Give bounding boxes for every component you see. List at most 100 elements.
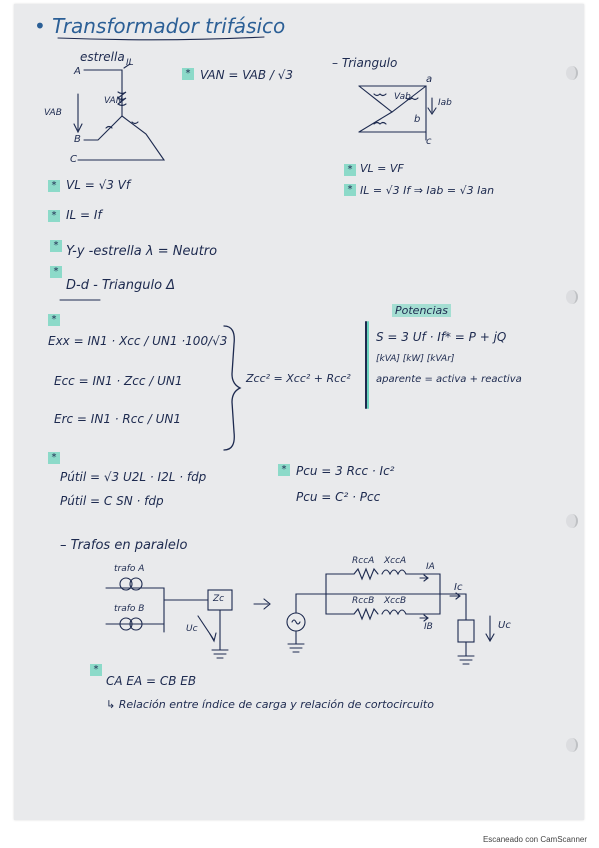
paralelo-rcc-b: RccB [352,596,375,606]
binder-hole [566,290,578,304]
connection-dd: D-d - Triangulo Δ [66,278,176,293]
estrella-van-label: VAN [104,96,123,106]
delta-side-bc [358,111,393,133]
highlight-mark: * [278,464,290,476]
impedance-zcc: Zcc² = Xcc² + Rcc² [246,372,351,385]
paralelo-uc-left: Uc [186,624,198,634]
wye-line-a [83,69,123,89]
notebook-page: • Transformador trifásico [14,4,584,820]
bullet-dot: • [34,14,53,38]
delta-winding-3 [373,121,387,125]
power-putil-1: Pútil = √3 U2L · I2L · fdp [60,470,207,484]
zc-load-box [457,619,475,643]
impedance-exx: Exx = IN1 · Xcc / UN1 ·100/√3 [48,334,228,348]
implies-arrow [253,598,271,610]
ib-arrow [419,614,429,622]
highlight-mark: * [50,240,62,252]
ic-arrow [449,592,461,600]
triangulo-heading: – Triangulo [332,56,398,70]
highlight-mark: * [48,452,60,464]
title-underline [57,36,265,41]
ground-symbol-left [211,649,229,659]
highlight-mark: * [182,68,194,80]
vab-arrowhead [73,123,83,134]
wye-line-c [77,115,166,161]
paralelo-rcc-a: RccA [352,556,375,566]
relacion-note: ↳ Relación entre índice de carga y relac… [106,698,434,711]
wye-line-b [83,115,123,141]
highlight-mark: * [344,164,356,176]
delta-lines [358,85,427,133]
binder-hole [566,66,578,80]
estrella-vl-equation: VL = √3 Vf [66,178,131,192]
paralelo-ia: IA [426,562,435,572]
triangulo-iab-label: Iab [438,98,452,108]
highlight-mark: * [50,266,62,278]
ia-arrow [419,574,429,582]
estrella-il-equation: IL = If [66,208,102,222]
paralelo-xcc-a: XccA [384,556,407,566]
ground-symbol-load [457,655,475,665]
paralelo-trafo-a: trafo A [114,564,145,574]
estrella-label-c: C [70,154,77,165]
rcc-a-resistor [353,567,379,581]
paralelo-xcc-b: XccB [384,596,407,606]
potencias-aparente: aparente = activa + reactiva [376,374,522,385]
highlight-mark: * [48,210,60,222]
triangulo-label-c: c [426,136,432,147]
triangulo-il-equation: IL = √3 If ⇒ Iab = √3 Ian [360,184,495,197]
impedance-erc: Erc = IN1 · Rcc / UN1 [54,412,181,426]
branch-b-end [405,593,441,615]
paralelo-uc-right: Uc [498,620,511,631]
highlight-mark: * [90,664,102,676]
rcc-b-resistor [353,607,379,621]
estrella-heading: estrella [80,50,125,64]
estrella-van-equation: VAN = VAB / √3 [200,68,294,82]
wye-winding-b [105,125,113,129]
paralelo-ic: Ic [454,582,463,593]
xcc-b-inductor [381,609,407,616]
branch-a-end [405,573,441,595]
power-pcu-2: Pcu = C² · Pcc [296,490,381,504]
paralelo-zc-left: Zc [213,594,225,604]
power-pcu-1: Pcu = 3 Rcc · Ic² [296,464,395,478]
connection-yy: Y-y -estrella λ = Neutro [66,244,218,259]
trafo-b-coil1 [119,617,133,631]
branch-a-start [325,573,355,595]
triangulo-label-b: b [414,114,421,125]
binder-hole [566,514,578,528]
page-title: • Transformador trifásico [34,14,285,38]
vab-delta-arrowhead [427,107,437,115]
delta-winding-1 [373,93,387,97]
xcc-a-inductor [381,569,407,576]
potencias-units: [kVA] [kW] [kVAr] [376,354,455,364]
triangulo-vab-label: Vab [394,92,411,102]
trafo-b-coil2 [129,617,143,631]
ground-symbol-source [287,643,305,653]
highlight-mark: * [344,184,356,196]
highlight-mark: * [48,180,60,192]
highlight-mark: * [48,314,60,326]
eq-top-wire [295,593,455,614]
eq-load-feed [453,593,467,621]
delta-winding-2 [405,97,419,101]
title-text: Transformador trifásico [52,14,286,38]
potencias-heading: Potencias [392,304,451,317]
par-line-top [105,587,165,633]
estrella-label-b: B [74,134,81,145]
handwritten-diagrams [57,36,495,665]
power-putil-2: Pútil = C SN · fdp [60,494,164,508]
wye-winding-c [131,121,139,125]
branch-b-start [325,593,355,615]
wye-winding-a [117,91,127,107]
estrella-label-a: A [74,66,81,77]
estrella-vab-label: VAB [44,108,62,118]
il-arrow [123,63,131,69]
paralelo-trafo-b: trafo B [114,604,145,614]
potencias-s-equation: S = 3 Uf · If* = P + jQ [376,330,507,344]
brace [223,325,242,451]
trafo-a-coil1 [119,577,133,591]
triangulo-label-a: a [426,74,433,85]
uc-arrowhead [209,632,217,643]
uc-right-arrow [485,615,495,643]
